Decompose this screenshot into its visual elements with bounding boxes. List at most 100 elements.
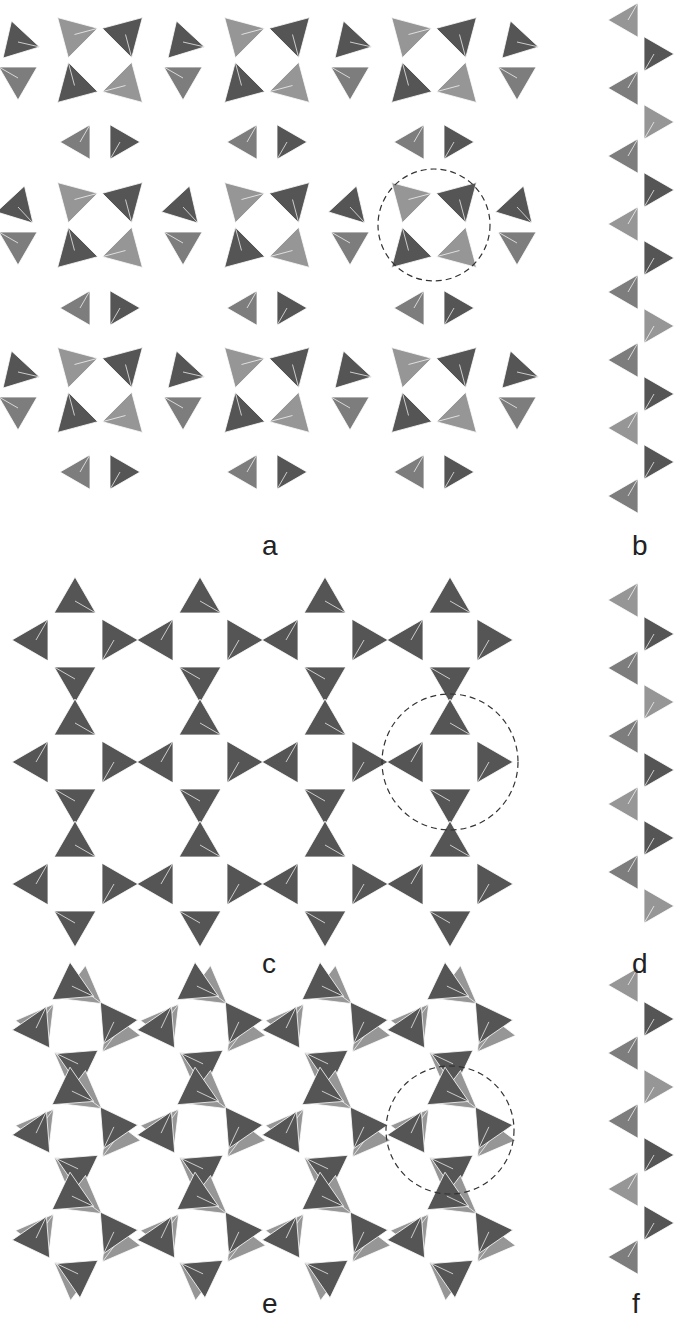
tetrahedron-edge	[354, 1127, 364, 1149]
tetrahedron-edge	[322, 1196, 344, 1206]
tetrahedron-edge	[247, 291, 257, 308]
tetrahedron-edge	[304, 789, 325, 801]
tetrahedron	[269, 227, 309, 267]
tetrahedron	[277, 125, 307, 160]
tetrahedron-edge	[183, 42, 205, 47]
tetrahedron	[475, 1107, 513, 1149]
tetrahedron	[608, 1240, 638, 1275]
tetrahedron-edge	[644, 838, 654, 855]
tetrahedron	[225, 1002, 262, 1044]
tetrahedron-edge	[450, 845, 471, 857]
tetrahedron	[12, 1006, 50, 1048]
tetrahedron-edge	[80, 291, 90, 308]
tetrahedron-edge	[75, 601, 96, 613]
tetrahedron-edge	[414, 291, 424, 308]
tetrahedron	[387, 863, 423, 905]
tetrahedron	[164, 67, 202, 100]
tetrahedron	[0, 67, 37, 100]
tetrahedron-edge	[0, 232, 18, 243]
tetrahedron-edge	[72, 986, 94, 996]
tetrahedron-edge	[354, 1022, 364, 1044]
tetrahedron-edge	[450, 723, 471, 735]
tetrahedron	[477, 741, 513, 783]
tetrahedron	[102, 62, 142, 102]
tetrahedron	[110, 125, 140, 160]
tetrahedron-edge	[325, 723, 346, 735]
tetrahedron-edge	[352, 762, 364, 783]
tetrahedron	[644, 889, 674, 924]
tetrahedron	[60, 455, 90, 490]
tetrahedron-edge	[304, 667, 325, 679]
tetrahedron-edge	[197, 1091, 219, 1101]
tetrahedron	[181, 1260, 223, 1298]
tetrahedron	[102, 619, 138, 661]
tetrahedron	[137, 1111, 175, 1153]
tetrahedron-edge	[429, 789, 450, 801]
tetrahedron	[644, 241, 674, 276]
tetrahedron	[427, 1067, 469, 1105]
tetrahedron-edge	[54, 667, 75, 679]
tetrahedron	[644, 753, 674, 788]
tetrahedron-edge	[293, 35, 299, 58]
tetrahedron-edge	[68, 227, 74, 250]
tetrahedron	[608, 719, 638, 754]
panel-label: f	[632, 1290, 640, 1318]
tetrahedron-edge	[306, 1159, 328, 1169]
tetrahedron-edge	[229, 1232, 239, 1254]
tetrahedron-edge	[477, 884, 489, 905]
tetrahedron	[54, 699, 96, 735]
tetrahedron-edge	[628, 719, 638, 736]
tetrahedron	[58, 183, 98, 223]
tetrahedron-edge	[54, 911, 75, 923]
tetrahedron-edge	[179, 789, 200, 801]
tetrahedron	[644, 445, 674, 480]
tetrahedron-edge	[36, 619, 48, 640]
tetrahedron	[227, 291, 257, 326]
tetrahedron	[644, 617, 674, 652]
tetrahedron-edge	[75, 723, 96, 735]
tetrahedron	[225, 348, 265, 388]
tetrahedron	[394, 125, 424, 160]
tetrahedron-edge	[460, 35, 466, 58]
tetrahedron-edge	[354, 1232, 364, 1254]
tetrahedron	[269, 18, 309, 58]
panel-label: e	[262, 1290, 278, 1318]
tetrahedron-edge	[75, 358, 98, 364]
tetrahedron	[3, 21, 40, 58]
tetrahedron	[0, 232, 37, 265]
tetrahedron	[436, 18, 476, 58]
tetrahedron-edge	[18, 207, 33, 223]
tetrahedron-edge	[644, 1155, 654, 1172]
tetrahedron	[262, 741, 298, 783]
tetrahedron-edge	[75, 845, 96, 857]
tetrahedron-edge	[304, 911, 325, 923]
tetrahedron-edge	[286, 1111, 296, 1133]
tetrahedron-edge	[498, 232, 517, 243]
tetrahedron	[608, 343, 638, 378]
tetrahedron-edge	[331, 67, 350, 78]
tetrahedron-edge	[242, 28, 265, 34]
panel-label: d	[632, 950, 648, 978]
tetrahedron-edge	[277, 142, 287, 159]
tetrahedron-edge	[242, 358, 265, 364]
tetrahedron	[137, 619, 173, 661]
tetrahedron	[429, 667, 471, 703]
tetrahedron-edge	[277, 308, 287, 325]
tetrahedron-edge	[0, 397, 18, 408]
tetrahedron-edge	[235, 227, 241, 250]
tetrahedron	[227, 455, 257, 490]
tetrahedron	[227, 741, 263, 783]
tetrahedron-edge	[54, 789, 75, 801]
tetrahedron-edge	[293, 200, 299, 223]
tetrahedron	[162, 186, 199, 223]
tetrahedron-edge	[644, 326, 654, 343]
tetrahedron-edge	[431, 1264, 453, 1274]
tetrahedron-edge	[293, 365, 299, 388]
tetrahedron	[0, 186, 33, 223]
tetrahedron	[644, 1070, 674, 1105]
tetrahedron	[644, 377, 674, 412]
tetrahedron	[436, 227, 476, 267]
tetrahedron	[304, 577, 346, 613]
tetrahedron-edge	[409, 193, 432, 199]
tetrahedron-edge	[498, 397, 517, 408]
